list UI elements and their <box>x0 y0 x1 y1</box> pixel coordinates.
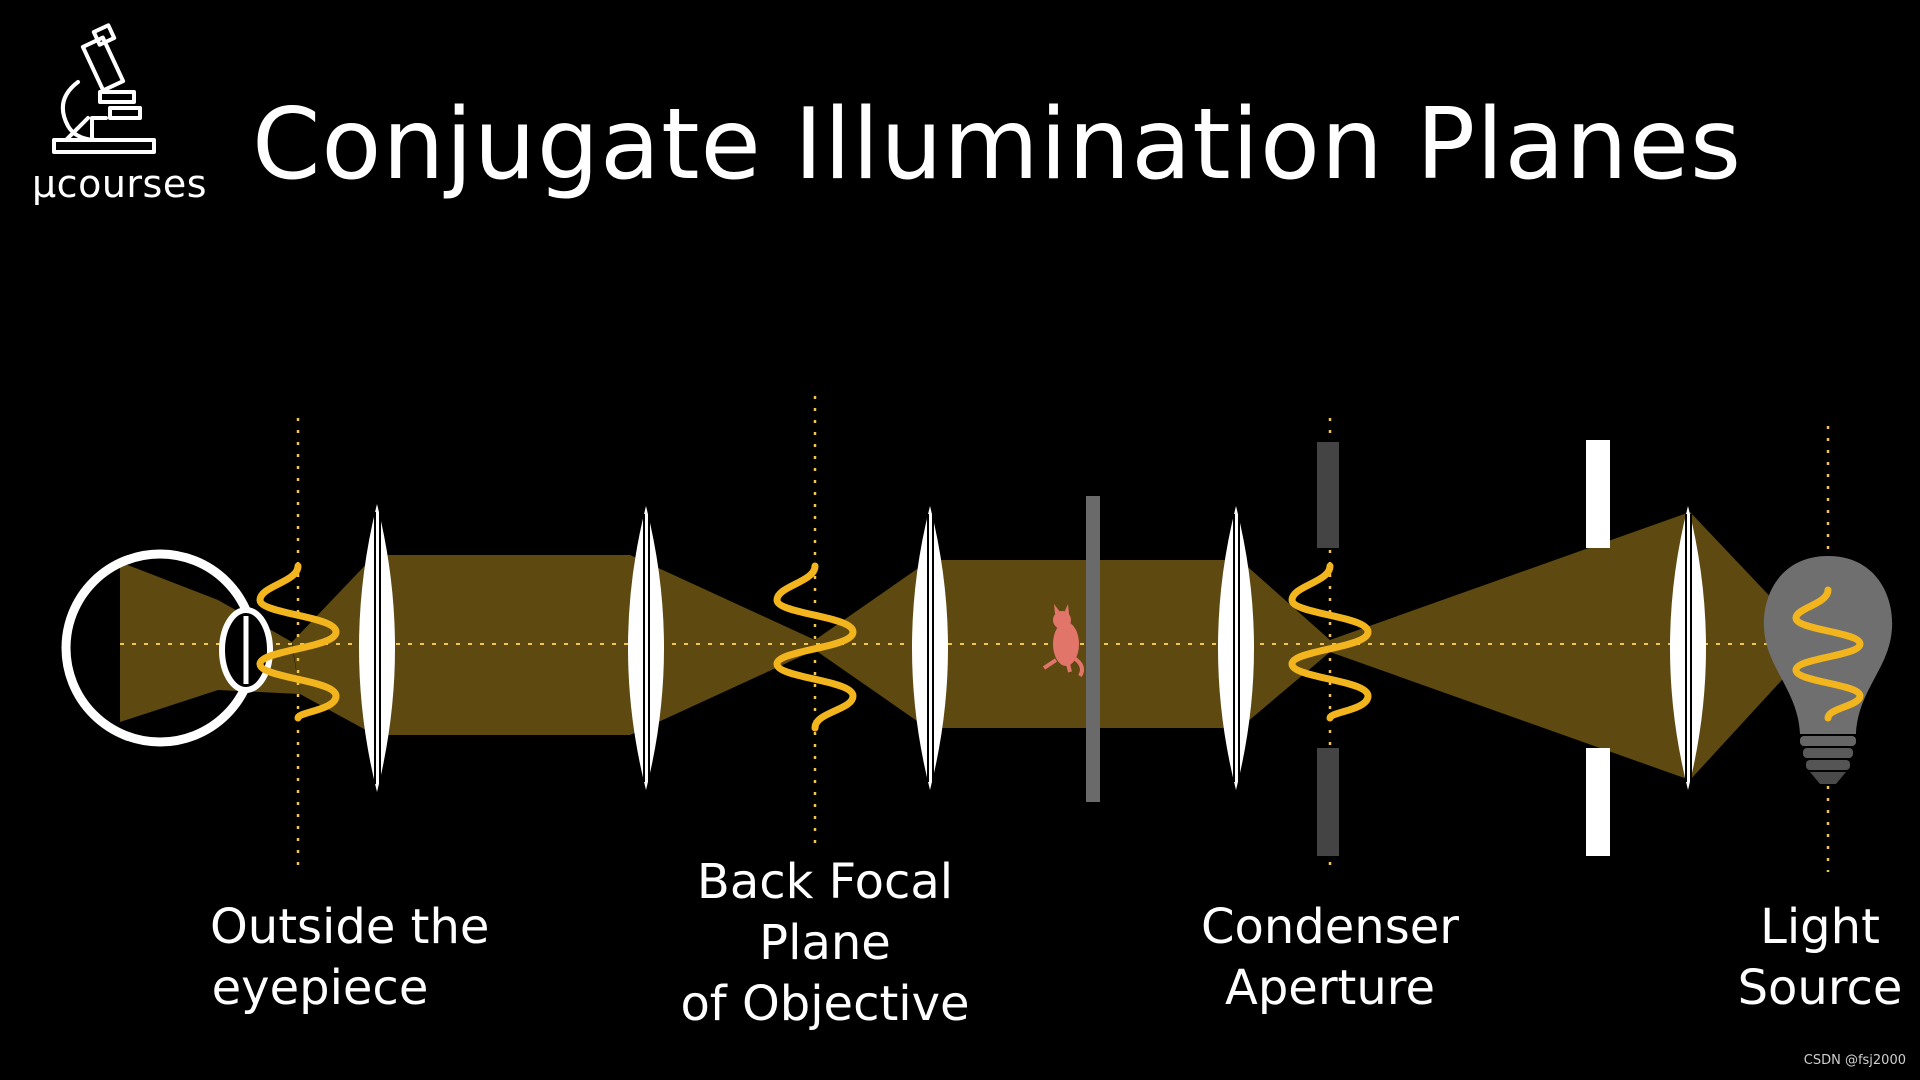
label-back-focal-plane: Back Focal Plane of Objective <box>665 852 985 1035</box>
lens-icon <box>1218 506 1254 790</box>
label-line: Plane <box>759 915 891 971</box>
lens-icon <box>1670 506 1706 790</box>
label-line: of Objective <box>680 976 970 1032</box>
beam-collector-cone <box>1690 512 1815 780</box>
label-line: Back Focal <box>696 854 954 910</box>
label-line: Condenser <box>1201 899 1459 955</box>
field-diaphragm <box>1586 440 1610 856</box>
label-condenser-aperture: Condenser Aperture <box>1170 897 1490 1019</box>
beam-objective <box>930 560 1240 728</box>
logo-text: μcourses <box>32 162 207 206</box>
filament-icon <box>1288 562 1372 722</box>
filaments <box>256 562 1864 732</box>
specimen-icon <box>1042 604 1084 678</box>
conjugate-plane-markers <box>296 396 1830 872</box>
specimen-slide <box>1086 496 1100 802</box>
lens-icon <box>912 506 948 790</box>
lenses <box>359 504 1706 792</box>
filament-icon <box>1792 586 1864 722</box>
label-line: Light <box>1760 899 1880 955</box>
watermark: CSDN @fsj2000 <box>1803 1053 1906 1068</box>
label-line: Outside the <box>210 899 490 955</box>
lens-icon <box>359 504 395 792</box>
light-bulb-icon <box>1763 556 1893 784</box>
eye-icon <box>61 549 273 747</box>
label-line: Source <box>1737 960 1903 1016</box>
beam-bfp-cone-right <box>815 560 930 730</box>
label-outside-eyepiece: Outside the eyepiece <box>210 897 490 1019</box>
lens-icon <box>628 506 664 790</box>
label-line: Aperture <box>1224 960 1436 1016</box>
logo: μcourses <box>28 22 207 212</box>
aperture-diaphragm-icon <box>1317 442 1339 856</box>
filament-icon <box>773 562 857 732</box>
microscope-icon <box>52 23 156 154</box>
label-line: eyepiece <box>211 960 429 1016</box>
label-light-source: Light Source <box>1720 897 1920 1019</box>
beam-condenser-cone-right <box>1330 512 1690 780</box>
filament-icon <box>256 562 340 722</box>
page-title: Conjugate Illumination Planes <box>252 88 1743 202</box>
